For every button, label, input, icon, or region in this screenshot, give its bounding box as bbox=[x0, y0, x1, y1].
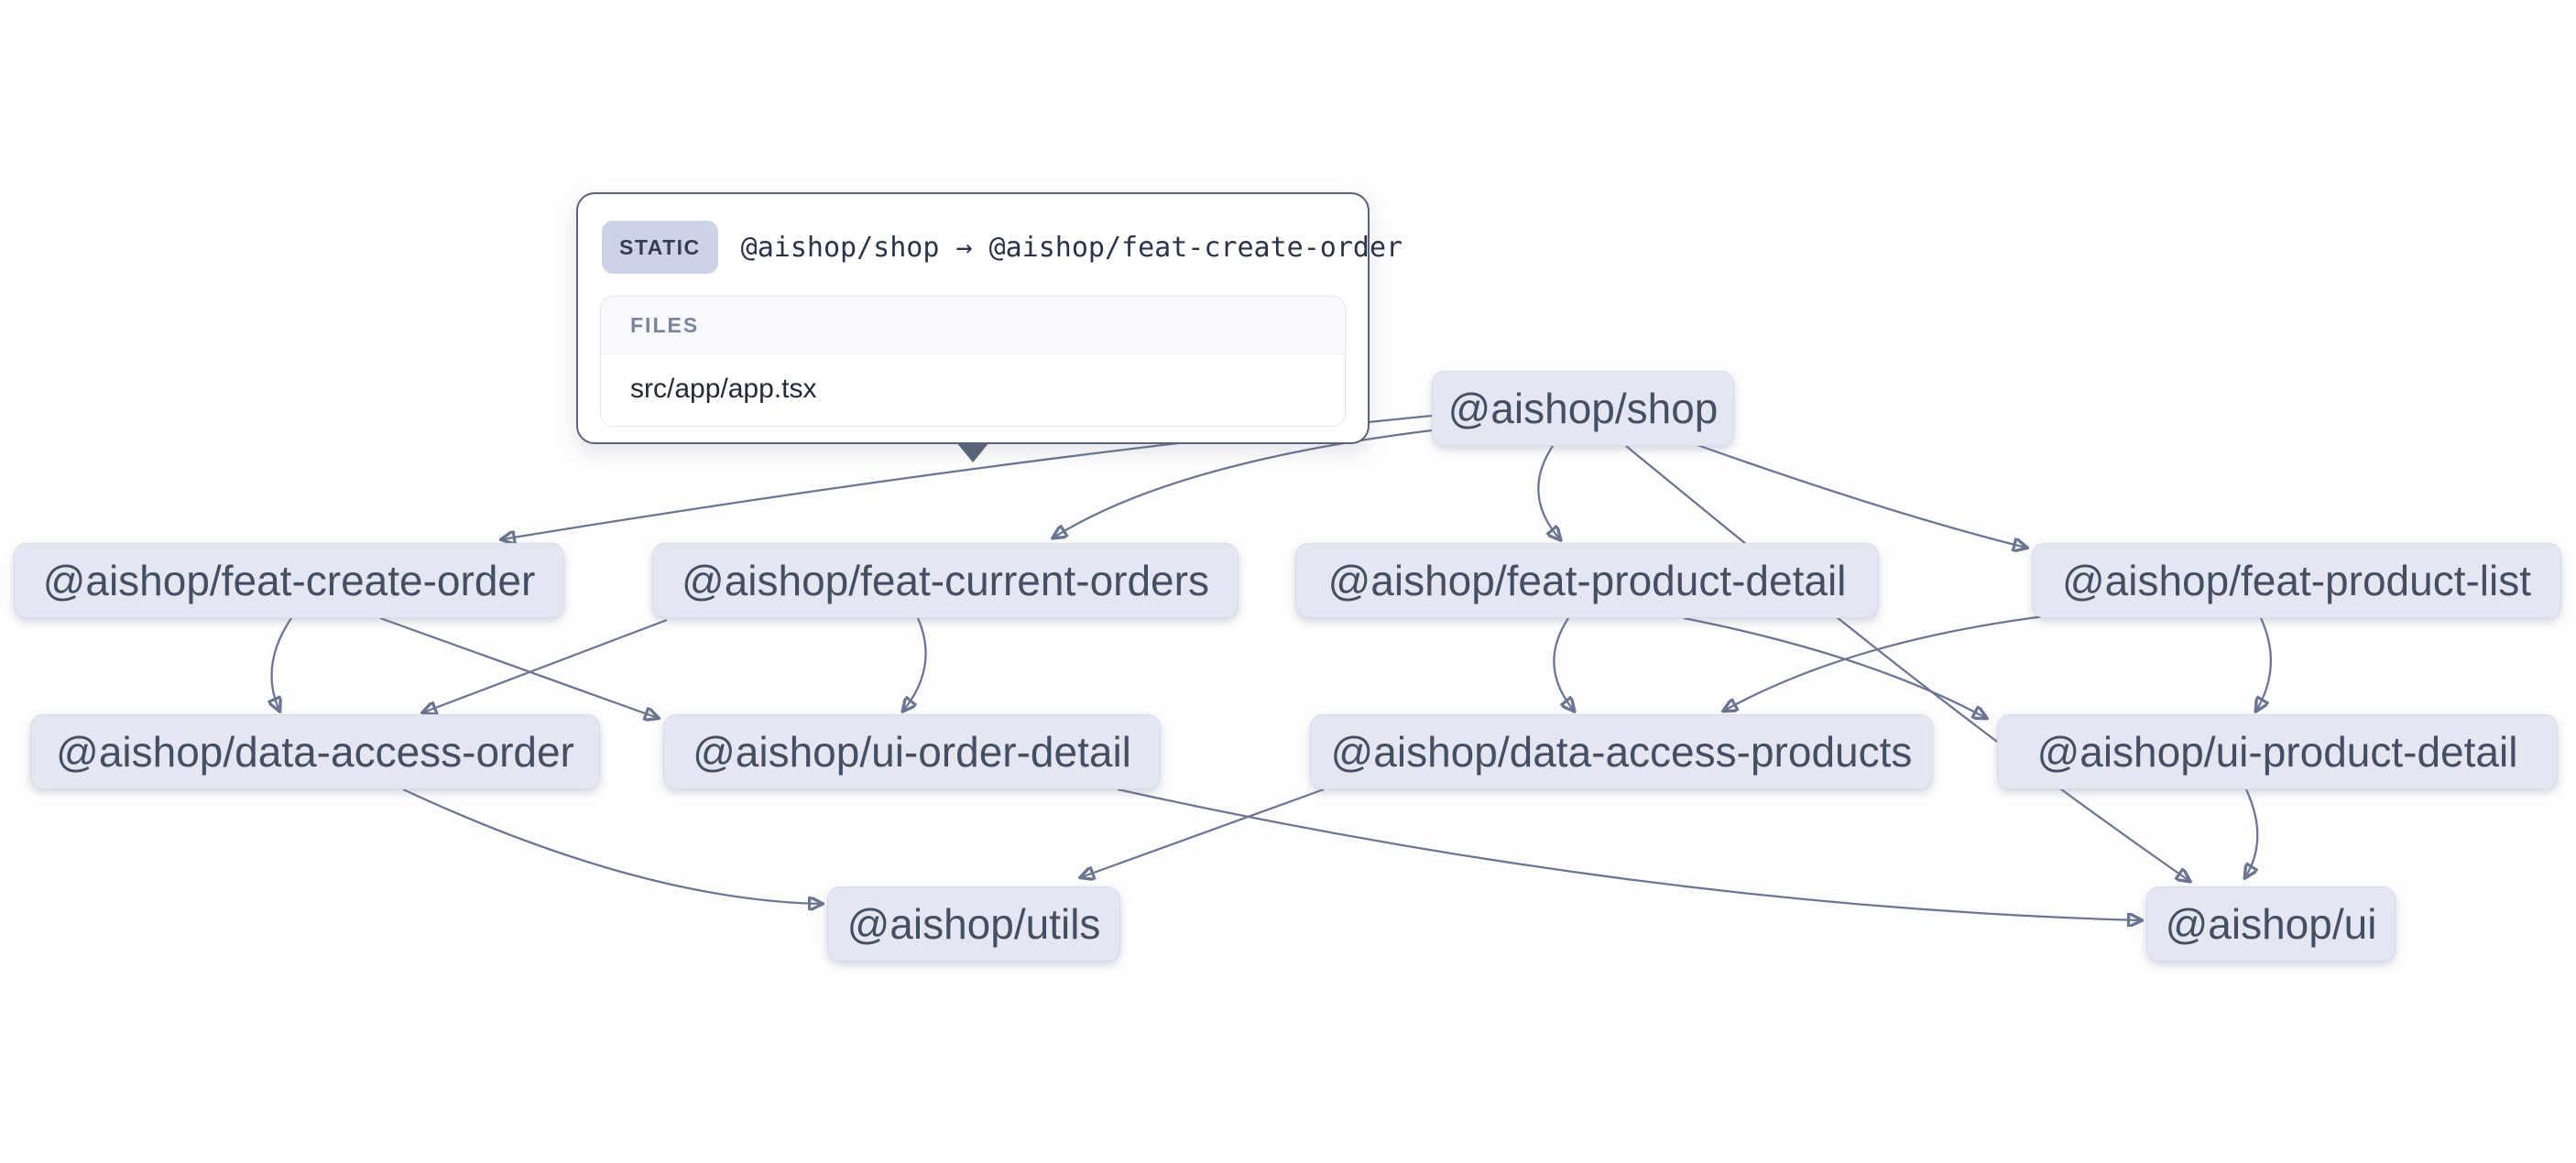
edge-shop-to-ui[interactable] bbox=[1625, 445, 2189, 881]
edge-shop-to-feat-current-orders[interactable] bbox=[1053, 429, 1433, 538]
tooltip-title: @aishop/shop → @aishop/feat-create-order bbox=[740, 231, 1403, 264]
static-badge: STATIC bbox=[602, 221, 718, 274]
graph-node-feat-current-orders[interactable]: @aishop/feat-current-orders bbox=[652, 543, 1239, 618]
edge-feat-create-order-to-data-access-order[interactable] bbox=[272, 617, 292, 711]
tooltip-header-row: STATIC @aishop/shop → @aishop/feat-creat… bbox=[600, 220, 1403, 275]
tooltip-pointer bbox=[956, 442, 989, 462]
graph-node-ui[interactable]: @aishop/ui bbox=[2146, 886, 2396, 962]
graph-node-ui-order-detail[interactable]: @aishop/ui-order-detail bbox=[663, 714, 1161, 789]
edge-feat-product-list-to-data-access-products[interactable] bbox=[1724, 614, 2046, 711]
graph-node-feat-product-list[interactable]: @aishop/feat-product-list bbox=[2032, 543, 2561, 618]
edge-ui-product-detail-to-ui[interactable] bbox=[2245, 788, 2259, 877]
edge-data-access-products-to-utils[interactable] bbox=[1081, 788, 1325, 877]
graph-node-data-access-products[interactable]: @aishop/data-access-products bbox=[1310, 714, 1933, 789]
files-header: FILES bbox=[601, 297, 1345, 354]
graph-node-feat-create-order[interactable]: @aishop/feat-create-order bbox=[14, 543, 564, 618]
edge-data-access-order-to-utils[interactable] bbox=[402, 788, 822, 904]
dependency-tooltip: STATIC @aishop/shop → @aishop/feat-creat… bbox=[576, 192, 1403, 462]
graph-node-feat-product-detail[interactable]: @aishop/feat-product-detail bbox=[1295, 543, 1879, 618]
edge-ui-order-detail-to-ui[interactable] bbox=[1117, 788, 2141, 920]
file-item: src/app/app.tsx bbox=[630, 374, 817, 404]
edge-shop-to-feat-product-list[interactable] bbox=[1694, 442, 2026, 548]
edge-feat-product-list-to-ui-product-detail[interactable] bbox=[2256, 617, 2272, 711]
graph-node-data-access-order[interactable]: @aishop/data-access-order bbox=[30, 714, 600, 789]
graph-node-utils[interactable]: @aishop/utils bbox=[827, 886, 1120, 962]
edge-feat-current-orders-to-data-access-order[interactable] bbox=[423, 618, 668, 712]
edge-feat-current-orders-to-ui-order-detail[interactable] bbox=[903, 617, 927, 711]
files-panel: FILES src/app/app.tsx bbox=[600, 296, 1346, 427]
edge-shop-to-feat-product-detail[interactable] bbox=[1537, 445, 1560, 539]
graph-node-ui-product-detail[interactable]: @aishop/ui-product-detail bbox=[1997, 714, 2558, 789]
edge-feat-create-order-to-ui-order-detail[interactable] bbox=[379, 616, 658, 718]
edge-feat-product-detail-to-data-access-products[interactable] bbox=[1553, 617, 1574, 711]
graph-node-shop[interactable]: @aishop/shop bbox=[1432, 371, 1734, 446]
edge-feat-product-detail-to-ui-product-detail[interactable] bbox=[1683, 616, 1986, 718]
